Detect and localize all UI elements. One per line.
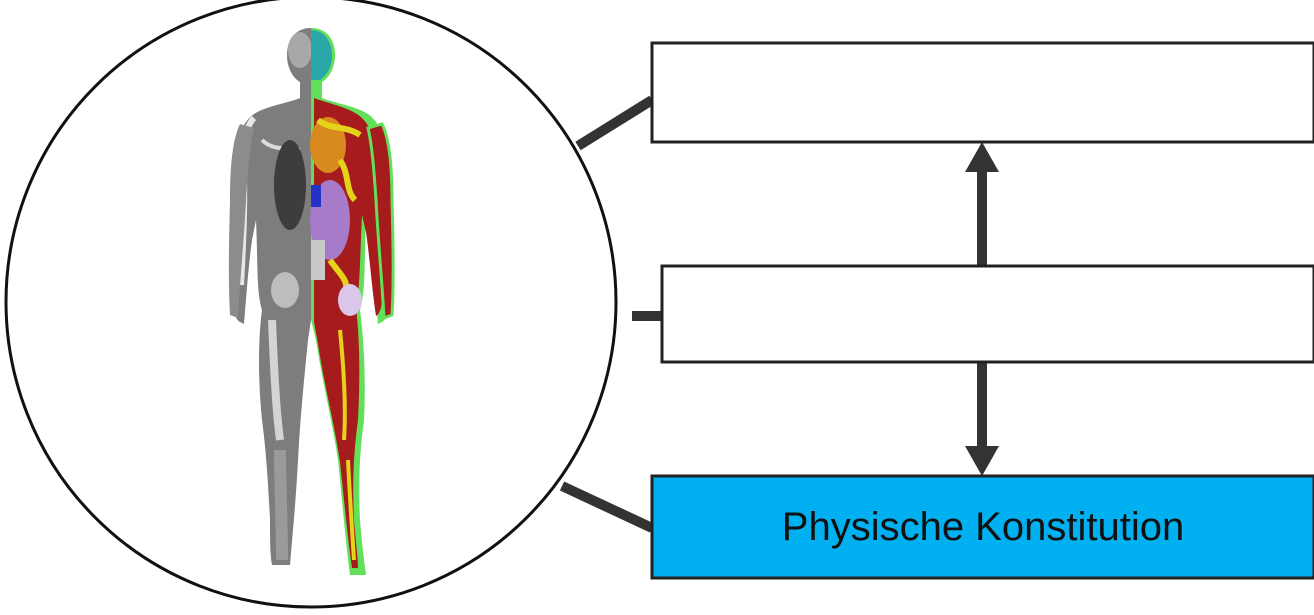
arrow-middle-to-top [965,142,999,266]
middle-box [662,266,1314,362]
connector-bottom [562,486,652,528]
physische-konstitution-box [652,476,1314,578]
connector-top [578,100,652,146]
top-box [652,43,1314,142]
body-model-circle [6,0,616,607]
arrow-middle-to-bottom [965,362,999,476]
